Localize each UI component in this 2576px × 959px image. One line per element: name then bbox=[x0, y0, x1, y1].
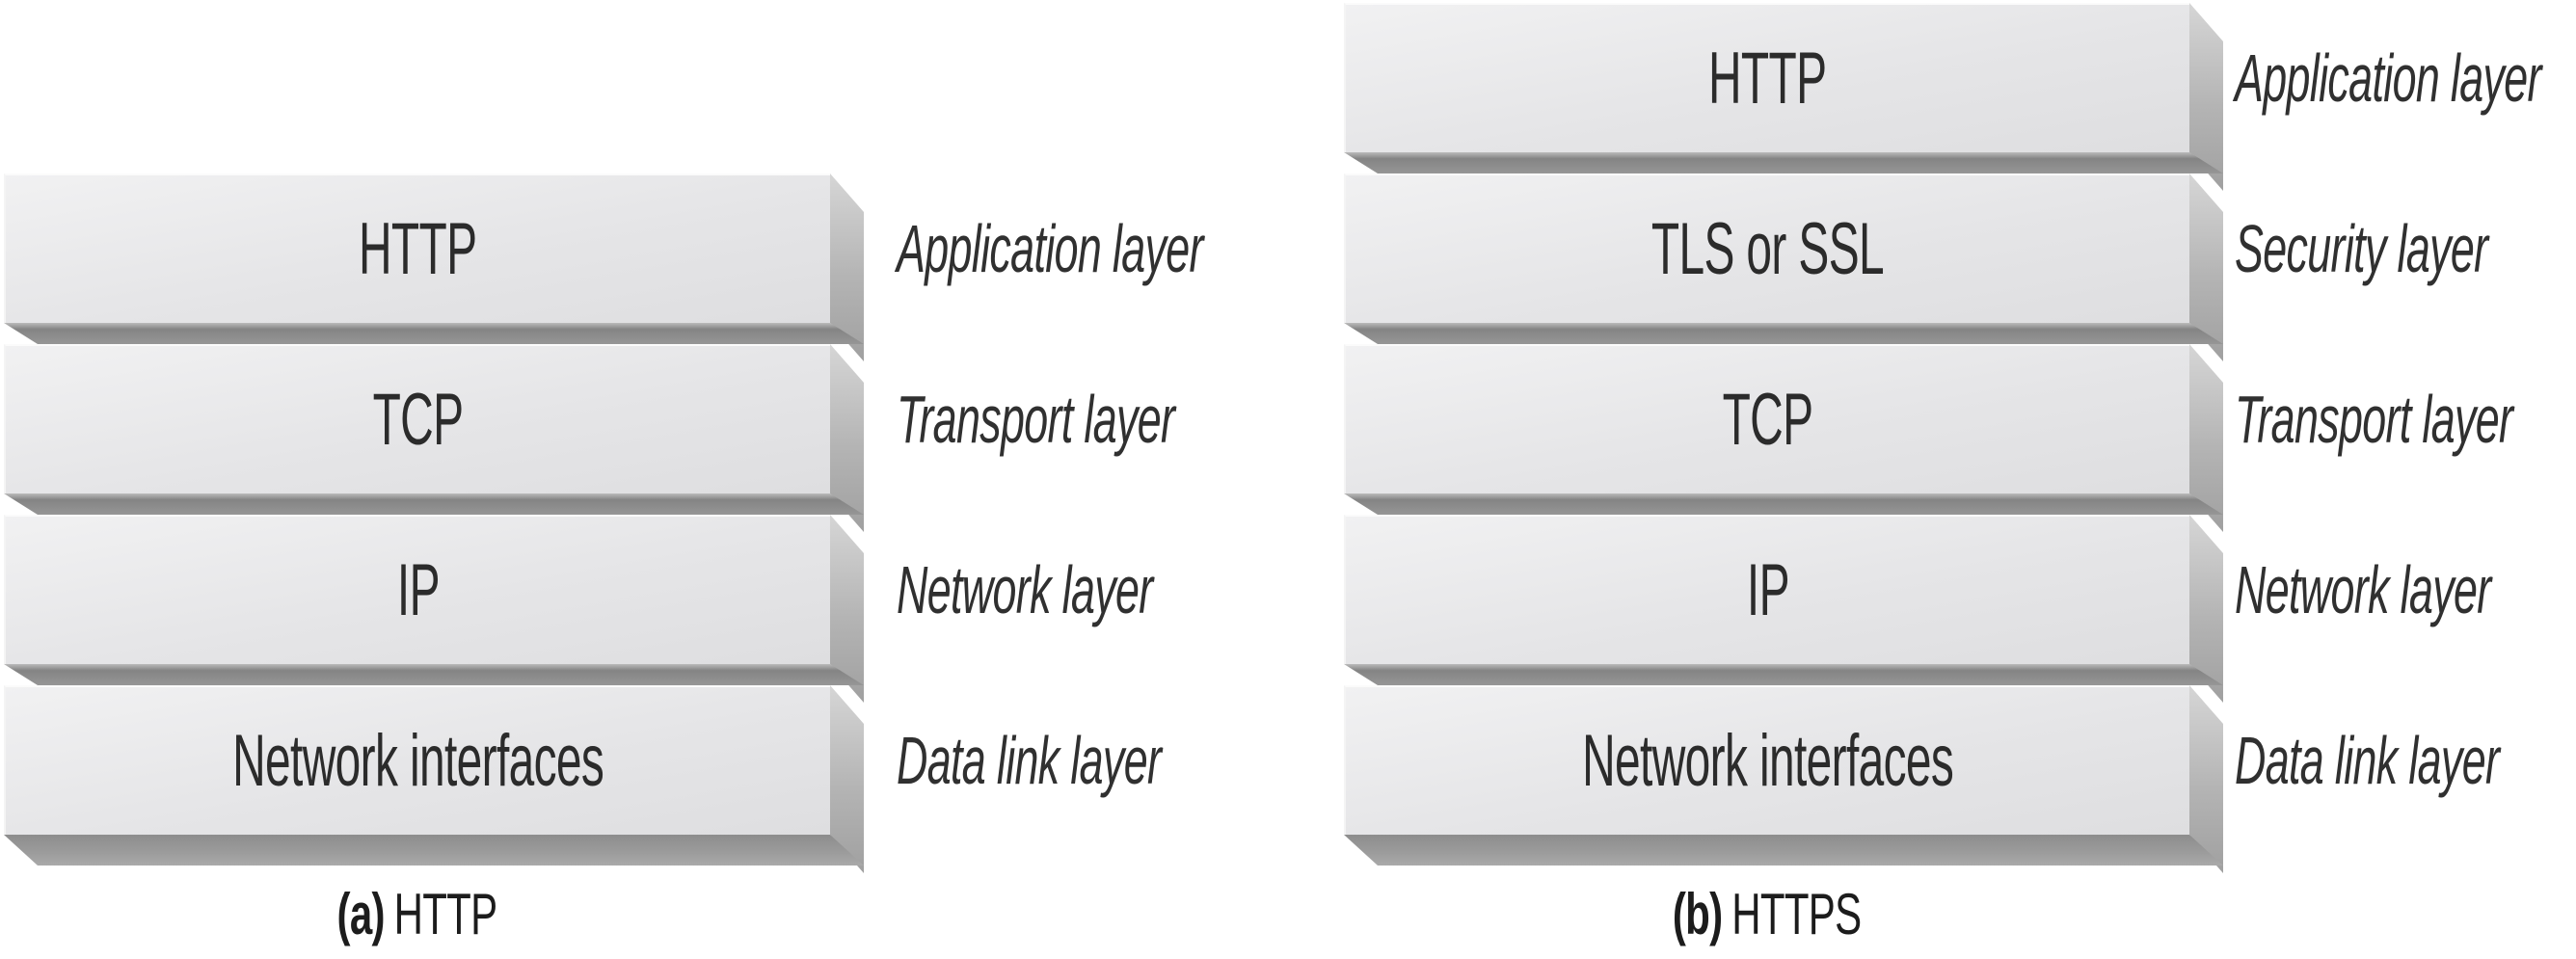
protocol-label: TCP bbox=[1722, 379, 1814, 461]
slab-bottom-edge bbox=[1344, 835, 2223, 866]
layer-label: Transport layer bbox=[2235, 381, 2513, 457]
protocol-label: Network interfaces bbox=[231, 720, 604, 802]
protocol-label: TLS or SSL bbox=[1650, 208, 1885, 290]
slab-front-face: Network interfaces bbox=[4, 685, 830, 835]
layer-label: Network layer bbox=[897, 551, 1153, 627]
slab-bottom-separator bbox=[4, 493, 864, 515]
protocol-label: IP bbox=[1746, 549, 1790, 631]
slab-front-face: HTTP bbox=[4, 173, 830, 323]
slab-front-face: TCP bbox=[4, 344, 830, 493]
caption-marker: (a) bbox=[336, 882, 386, 946]
layer-label: Transport layer bbox=[897, 381, 1175, 457]
slab-front-face: TCP bbox=[1344, 344, 2189, 493]
slab-bottom-separator bbox=[1344, 664, 2223, 685]
layer-label: Security layer bbox=[2235, 210, 2488, 286]
slab-front-face: TLS or SSL bbox=[1344, 173, 2189, 323]
slab-front-face: IP bbox=[1344, 515, 2189, 664]
slab-bottom-edge bbox=[4, 835, 864, 866]
slab-bottom-separator bbox=[1344, 152, 2223, 173]
protocol-label: HTTP bbox=[1708, 38, 1827, 120]
slab-front-face: Network interfaces bbox=[1344, 685, 2189, 835]
layer-label: Application layer bbox=[2235, 40, 2541, 116]
slab-front-face: HTTP bbox=[1344, 3, 2189, 152]
caption-https: (b)HTTPS bbox=[1344, 881, 2189, 950]
layer-label: Application layer bbox=[897, 210, 1203, 286]
protocol-label: IP bbox=[396, 549, 441, 631]
protocol-label: Network interfaces bbox=[1581, 720, 1954, 802]
slab-bottom-separator bbox=[1344, 493, 2223, 515]
slab-bottom-separator bbox=[4, 323, 864, 344]
layer-label: Data link layer bbox=[897, 722, 1162, 798]
protocol-label: HTTP bbox=[359, 208, 477, 290]
slab-front-face: IP bbox=[4, 515, 830, 664]
caption-marker: (b) bbox=[1672, 882, 1723, 946]
slab-bottom-separator bbox=[1344, 323, 2223, 344]
caption-http: (a)HTTP bbox=[4, 881, 830, 950]
layer-label: Network layer bbox=[2235, 551, 2491, 627]
caption-text: HTTP bbox=[393, 882, 498, 946]
protocol-label: TCP bbox=[372, 379, 464, 461]
slab-bottom-separator bbox=[4, 664, 864, 685]
caption-text: HTTPS bbox=[1731, 882, 1862, 946]
layer-label: Data link layer bbox=[2235, 722, 2500, 798]
